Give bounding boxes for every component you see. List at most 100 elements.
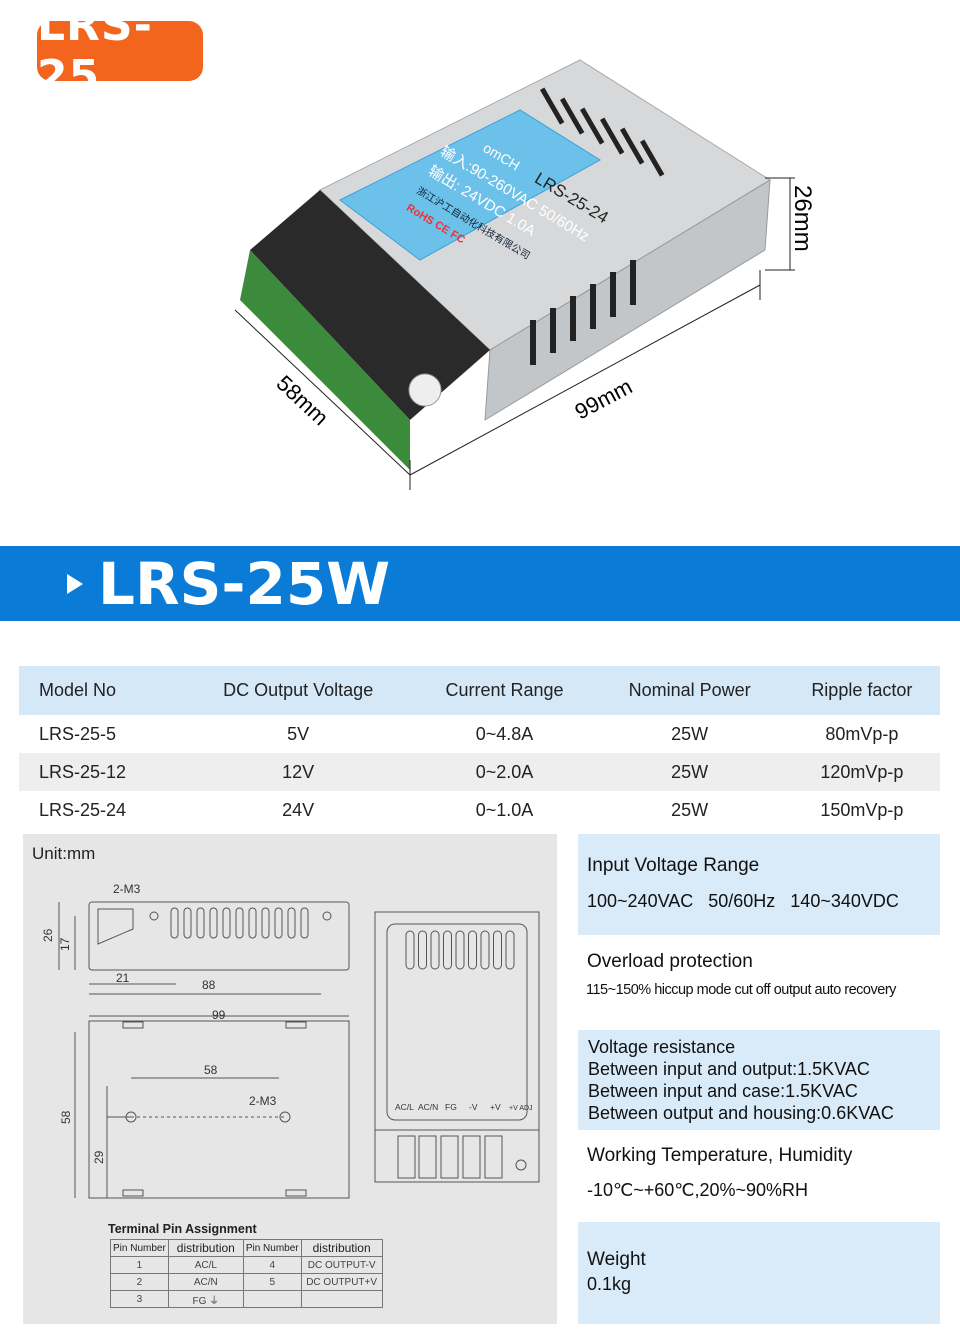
cell: 12V — [182, 753, 414, 791]
cell: LRS-25-12 — [19, 753, 183, 791]
spec-title: Working Temperature, Humidity — [587, 1145, 853, 1166]
table-row: LRS-25-5 5V 0~4.8A 25W 80mVp-p — [19, 715, 940, 753]
spec-line: Between input and output:1.5KVAC — [588, 1059, 870, 1079]
cell: distribution — [167, 1239, 244, 1257]
cell: AC/N — [167, 1273, 244, 1291]
spec-value: 115~150% hiccup mode cut off output auto… — [586, 982, 896, 998]
spec-title: Overload protection — [587, 951, 753, 972]
section-banner: LRS-25W — [0, 546, 960, 621]
terminal-fg: FG — [445, 1102, 457, 1112]
pin-header: Pin Number distribution Pin Number distr… — [110, 1239, 383, 1257]
vent-slot — [493, 930, 502, 970]
spec-title: Weight — [587, 1249, 646, 1270]
spec-value: -10℃~+60℃,20%~90%RH — [587, 1180, 809, 1200]
unit-label: Unit:mm — [32, 844, 96, 863]
cell: 150mVp-p — [820, 799, 904, 820]
technical-drawing: 2-M3 26 17 21 88 99 58 2-M3 58 29 AC/L A… — [41, 882, 540, 1199]
vent-slot — [480, 930, 490, 970]
cell: 1 — [110, 1256, 169, 1274]
cell: DC OUTPUT-V — [300, 1256, 383, 1274]
table-row: LRS-25-12 12V 0~2.0A 25W 120mVp-p — [19, 753, 940, 791]
dim-height: 26mm — [789, 185, 816, 252]
spec-temperature: Working Temperature, Humidity -10℃~+60℃,… — [578, 1130, 940, 1222]
spec-value: 0.1kg — [587, 1274, 632, 1294]
vent-slot — [183, 907, 192, 939]
spec-input-voltage: Input Voltage Range 100~240VAC 50/60Hz 1… — [578, 834, 940, 935]
side-w21: 21 — [116, 971, 130, 985]
vent-slot — [170, 907, 179, 939]
terminal-neg: -V — [469, 1102, 478, 1112]
vent-slot — [235, 907, 244, 939]
product-photo: omCH LRS-25-24 输入:90-260VAC 50/60Hz 输出: … — [234, 59, 816, 490]
side-screw-label: 2-M3 — [113, 882, 141, 896]
terminal-acl: AC/L — [395, 1102, 414, 1112]
pin-row: 2 AC/N 5 DC OUTPUT+V — [110, 1273, 383, 1291]
spec-voltage-resistance: Voltage resistance Between input and out… — [578, 1030, 940, 1130]
power-supply-body — [240, 59, 771, 470]
vent-slot — [287, 907, 296, 939]
spec-line: Between output and housing:0.6KVAC — [588, 1103, 894, 1123]
side-w88: 88 — [202, 978, 216, 992]
spec-title: Voltage resistance — [588, 1037, 736, 1057]
vent-slot — [418, 930, 427, 970]
cell: Pin Number — [242, 1239, 302, 1257]
bottom-h29: 29 — [92, 1150, 106, 1164]
cell — [300, 1290, 383, 1308]
cell — [242, 1290, 302, 1308]
vent-slot — [248, 907, 257, 939]
cell: 80mVp-p — [825, 723, 899, 744]
dimension-lines — [234, 177, 795, 490]
vent-slot — [443, 930, 452, 970]
vent-slot — [209, 907, 218, 939]
terminal-adj: +V ADJ — [509, 1105, 533, 1112]
col-model: Model No — [19, 666, 183, 715]
cell: 3 — [110, 1290, 169, 1308]
cell: 25W — [671, 723, 709, 744]
vent-slot — [455, 930, 465, 970]
cell: FG ⏚ — [167, 1290, 244, 1308]
spec-overload: Overload protection 115~150% hiccup mode… — [578, 935, 940, 1030]
col-ripple: Ripple factor — [783, 666, 940, 715]
col-voltage: DC Output Voltage — [182, 666, 414, 715]
spec-weight: Weight 0.1kg — [578, 1222, 940, 1324]
vent-slot — [300, 907, 309, 939]
cell: LRS-25-5 — [39, 723, 117, 744]
cell: LRS-25-24 — [39, 799, 127, 820]
bottom-w99: 99 — [212, 1008, 226, 1022]
terminal-pos: +V — [490, 1102, 501, 1112]
cell: 0~4.8A — [475, 723, 534, 744]
bottom-screw-label: 2-M3 — [249, 1094, 277, 1108]
spec-table: Model No DC Output Voltage Current Range… — [19, 666, 940, 829]
col-current: Current Range — [413, 666, 596, 715]
cell: 24V — [282, 799, 315, 820]
side-h26: 26 — [41, 928, 55, 942]
cell: 4 — [242, 1256, 302, 1274]
vent-slot — [468, 930, 477, 970]
cell: DC OUTPUT+V — [300, 1273, 383, 1291]
play-triangle-icon — [67, 574, 83, 594]
spec-value: 100~240VAC 50/60Hz 140~340VDC — [587, 891, 899, 911]
vent-slot — [405, 930, 415, 970]
cell: AC/L — [167, 1256, 244, 1274]
model-badge: LRS-25 — [37, 0, 203, 102]
cell: Pin Number — [110, 1239, 169, 1257]
pin-table: Pin Number distribution Pin Number distr… — [110, 1239, 383, 1308]
vent-slot — [261, 907, 270, 939]
cell: 0~1.0A — [475, 799, 534, 820]
cell: 2 — [110, 1273, 169, 1291]
section-title: LRS-25W — [98, 550, 391, 618]
vent-slot — [274, 907, 283, 939]
spec-title: Input Voltage Range — [587, 855, 760, 876]
pin-row: 3 FG ⏚ — [110, 1290, 383, 1308]
cell: 25W — [671, 799, 709, 820]
pin-row: 1 AC/L 4 DC OUTPUT-V — [110, 1256, 383, 1274]
dimension-drawing: Unit:mm 2-M3 — [23, 834, 557, 1324]
bottom-h58: 58 — [59, 1110, 73, 1124]
cell: 5V — [287, 723, 310, 744]
cell: 5 — [242, 1273, 302, 1291]
dim-length: 99mm — [571, 374, 637, 425]
cell: 0~2.0A — [413, 753, 596, 791]
table-row: LRS-25-24 24V 0~1.0A 25W 150mVp-p — [19, 791, 940, 829]
side-h17: 17 — [58, 937, 72, 951]
